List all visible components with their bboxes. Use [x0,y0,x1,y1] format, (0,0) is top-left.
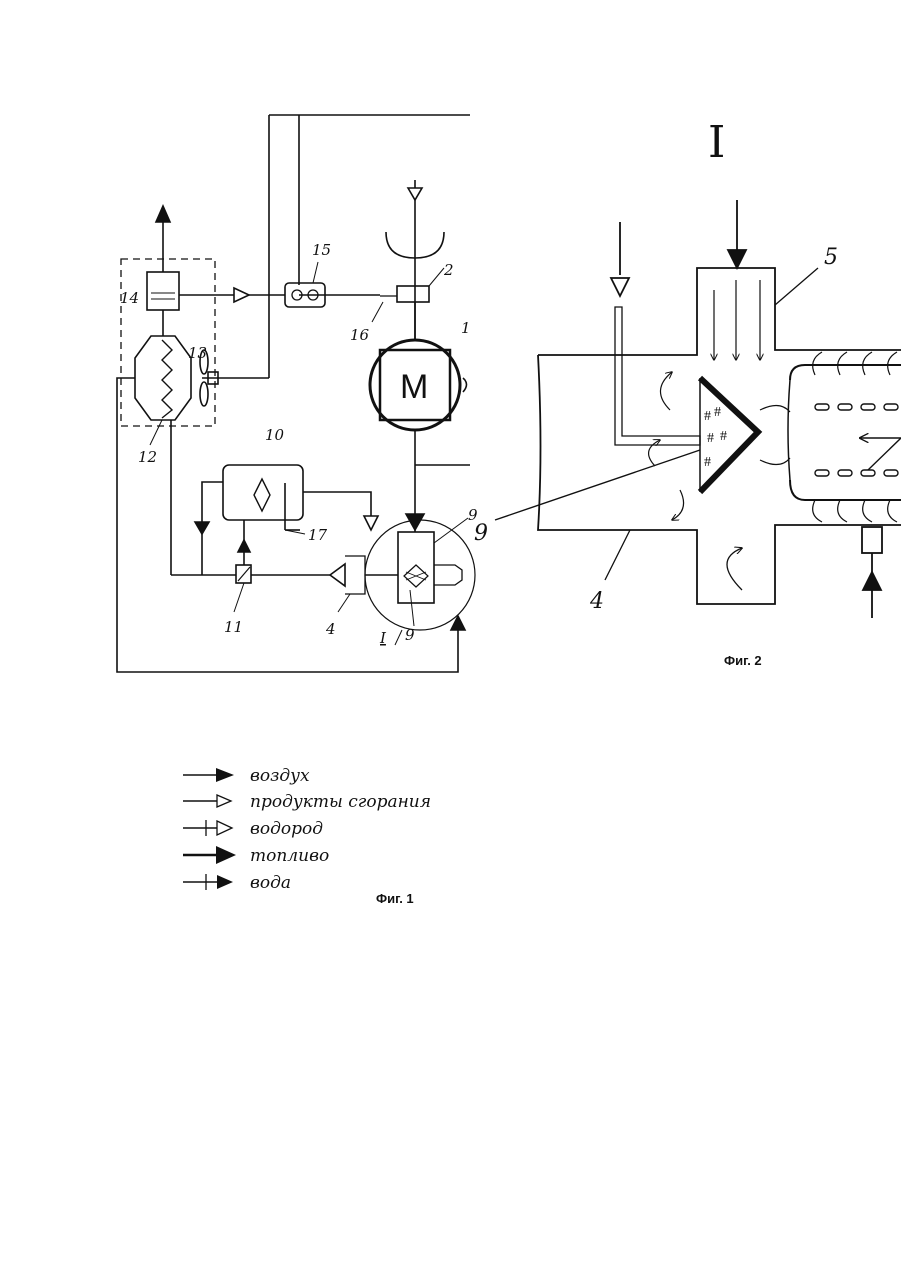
water-arrow-icon [217,875,233,889]
legend-label-fuel: топливо [250,846,329,866]
flow-arrow-icon [728,250,746,268]
label-14: 14 [120,289,139,307]
legend-item-fuel: топливо [183,846,329,866]
label-10: 10 [265,426,285,444]
heat-exchanger-12 [135,336,191,420]
legend-label-air: воздух [250,766,310,786]
legend-label-combustion: продукты сгорания [250,792,431,812]
label-5: 5 [824,245,838,270]
flow-arrow-icon [451,616,465,630]
figure-2-roman-title: I [708,117,725,168]
label-1: 1 [461,319,471,337]
svg-text:#: # [707,431,714,446]
flow-arrow-icon [611,278,629,296]
flow-arrow-icon [406,514,424,530]
label-4: 4 [589,589,604,614]
injector-2 [397,286,429,302]
label-17: 17 [308,526,328,544]
legend-item-air: воздух [183,766,310,786]
legend-label-water: вода [250,873,291,893]
combustion-arrow-icon [217,795,231,807]
flow-arrow-icon [238,540,250,552]
svg-text:#: # [714,405,721,420]
label-16: 16 [350,326,370,344]
flame-tube [790,365,901,500]
exhaust-arrow-icon [156,206,170,222]
legend-item-combustion: продукты сгорания [183,792,431,812]
label-15: 15 [312,241,331,259]
figure-2-caption: Фиг. 2 [724,653,762,668]
legend-item-hydrogen: водород [183,819,323,839]
reformer-10 [223,465,303,520]
fuel-injector [862,527,882,553]
catalyst-marks: # # # # # [704,405,727,470]
outer-flow-ticks [813,352,897,522]
label-12: 12 [138,448,157,466]
legend: воздух продукты сгорания водород топливо… [183,766,431,906]
svg-text:#: # [704,455,711,470]
flow-arrow-icon [195,522,209,534]
hydrogen-arrow-icon [217,821,232,835]
duct-4 [538,268,901,355]
label-11: 11 [224,618,243,636]
air-arrow-icon [216,768,234,782]
nozzle-4 [330,564,345,586]
label-roman-I: I [379,629,387,647]
tank-14 [147,272,179,310]
label-2: 2 [443,261,454,279]
svg-text:#: # [720,429,727,444]
legend-label-hydrogen: водород [250,819,323,839]
label-13: 13 [188,344,207,362]
label-4: 4 [325,620,336,638]
flow-arrow-icon [234,288,249,302]
flow-arrow-icon [364,516,378,530]
svg-text:#: # [704,409,711,424]
flow-arrow-icon [863,572,881,590]
flow-arrow-icon [408,188,422,200]
perforations [815,404,898,476]
figure-2-labels: I 5 9 4 Фиг. 2 [474,117,838,668]
fuel-arrow-icon [216,846,236,864]
burner-9 [398,532,434,603]
figure-1-caption: Фиг. 1 [376,891,414,906]
motor-letter: M [400,368,428,406]
label-9: 9 [474,521,488,546]
legend-item-water: вода [183,873,291,893]
label-9-bottom: 9 [405,626,415,644]
fan-13-icon [200,350,269,406]
figure-2: # # # # # [495,200,901,618]
